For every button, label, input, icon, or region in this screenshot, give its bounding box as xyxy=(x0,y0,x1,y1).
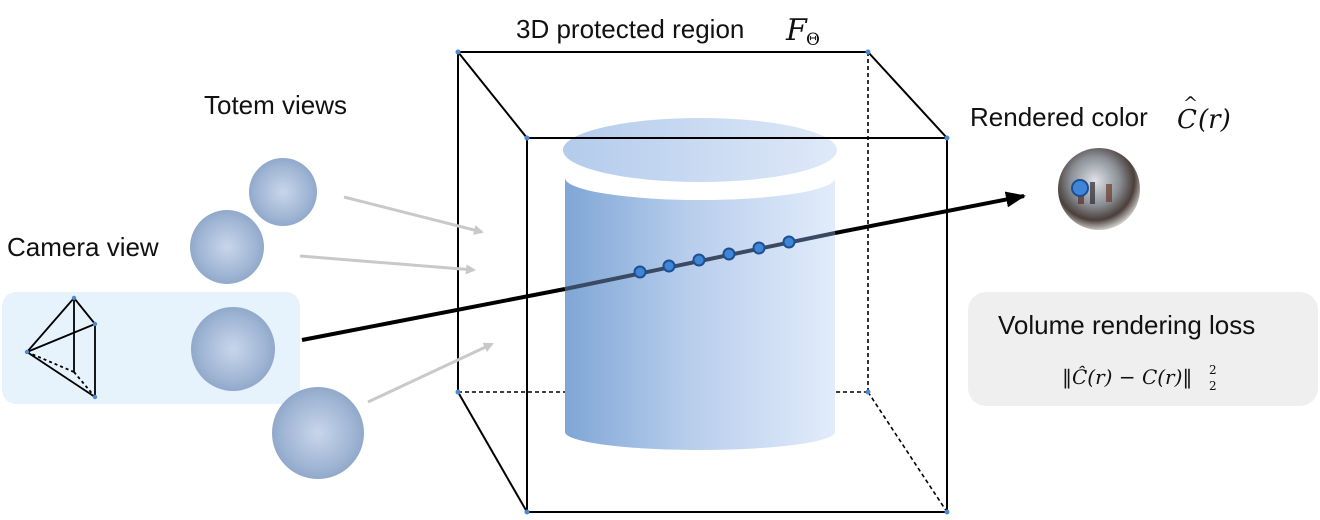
glass-sphere-icon xyxy=(249,158,317,226)
cube-back-edges xyxy=(457,51,948,513)
sample-point xyxy=(782,235,796,249)
rendered-color-arg: (r) xyxy=(1198,105,1231,135)
sample-point xyxy=(662,259,676,273)
ray-sample-points xyxy=(633,235,796,279)
sample-point xyxy=(692,253,706,267)
loss-formula: ‖Ĉ(r) − C(r)‖ xyxy=(1062,364,1192,390)
camera-corners xyxy=(24,295,98,400)
rendered-color-hat: ^ xyxy=(1183,93,1198,114)
glass-sphere-icon xyxy=(191,307,275,391)
region-symbol: F xyxy=(785,13,808,48)
totem-arrow-2 xyxy=(299,254,476,275)
region-subscript: Θ xyxy=(806,30,820,50)
totem-arrow-1 xyxy=(343,195,484,235)
cylinder-volume xyxy=(563,118,837,450)
totem-views-label: Totem views xyxy=(204,90,347,120)
loss-sup: 2 xyxy=(1209,363,1217,377)
camera-frustum-icon xyxy=(26,297,96,398)
camera-view-label: Camera view xyxy=(7,232,159,262)
mirror-ball-icon xyxy=(1058,148,1140,230)
rendered-color-symbol: C xyxy=(1177,105,1197,135)
loss-sub: 2 xyxy=(1209,379,1217,393)
rendered-color-label: Rendered color xyxy=(970,102,1148,132)
glass-sphere-icon xyxy=(272,387,364,479)
totem-arrow-3 xyxy=(367,342,494,404)
region-title: 3D protected region xyxy=(516,14,744,44)
loss-box xyxy=(968,292,1318,406)
glass-sphere-icon xyxy=(190,210,264,284)
sample-point xyxy=(752,241,766,255)
cube-front-face xyxy=(526,137,948,513)
sample-point xyxy=(722,247,736,261)
sample-point xyxy=(633,265,647,279)
totem-spheres xyxy=(190,158,364,479)
totem-arrows xyxy=(299,195,494,404)
cube-corners xyxy=(455,49,950,515)
loss-title: Volume rendering loss xyxy=(998,310,1255,340)
